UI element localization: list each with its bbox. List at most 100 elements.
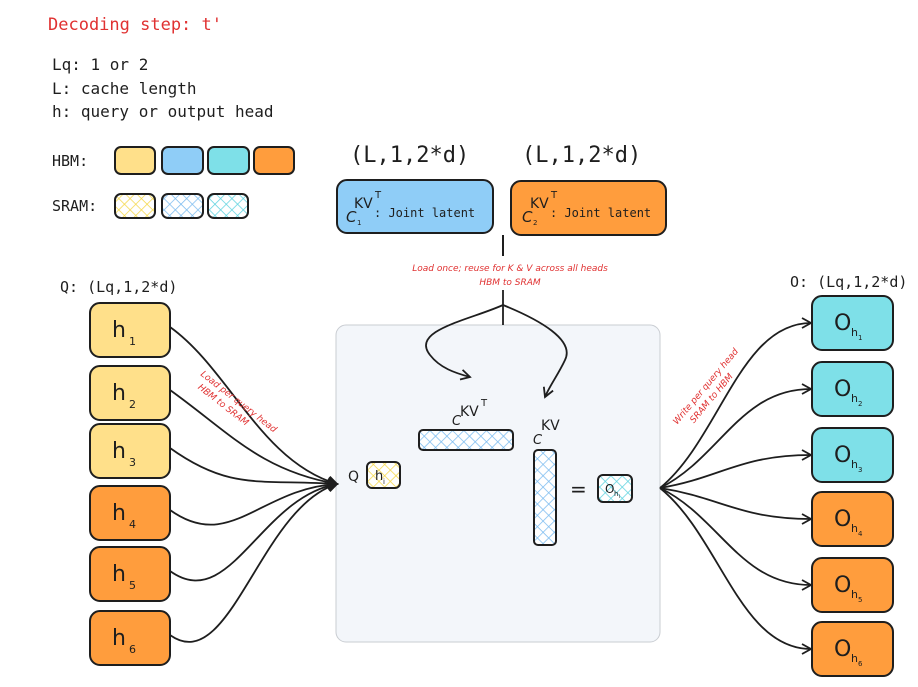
kv1-symbol: C <box>346 208 357 226</box>
query-arrow-5 <box>169 479 339 582</box>
query-load-arrows <box>169 326 339 643</box>
output-head-label: O <box>834 573 851 598</box>
kv2-symbol: C <box>522 208 533 226</box>
load-note-line2: HBM to SRAM <box>479 278 541 288</box>
ckv-matrix: C KV <box>533 418 560 546</box>
output-head-sub: h <box>851 326 858 339</box>
kv1-shape: (L,1,2*d) <box>350 143 469 168</box>
query-head-sub: 4 <box>129 518 136 531</box>
kv2-sup: KV <box>530 196 549 212</box>
query-arrow-1 <box>169 326 339 488</box>
compute-out-sub: h <box>614 490 618 498</box>
compute-q-head-text: h <box>375 469 383 484</box>
ckvt-sup-t: T <box>480 398 488 409</box>
output-head-label: O <box>834 311 851 336</box>
hbm-swatch-cyan <box>207 146 250 175</box>
legend-line-lq: Lq: 1 or 2 <box>52 55 148 74</box>
output-head-sub: h <box>851 458 858 471</box>
kv-cache-1-box: C 1 KV T : Joint latent <box>336 179 494 234</box>
query-arrow-4 <box>169 478 339 526</box>
compute-query-head: h i <box>366 461 401 489</box>
load-branch-arrows <box>425 290 568 399</box>
output-head-label: O <box>834 377 851 402</box>
hbm-swatches <box>114 146 295 175</box>
query-head-sub: 5 <box>129 579 136 592</box>
output-arrow-6 <box>659 487 813 655</box>
sram-label: SRAM: <box>52 197 97 215</box>
compute-q-head-sub: i <box>383 478 385 486</box>
kv2-sup-t: T <box>550 190 558 201</box>
output-arrow-2 <box>659 383 813 489</box>
hbm-swatch-blue <box>161 146 204 175</box>
kv1-sup: KV <box>354 196 373 212</box>
kv2-sub: 2 <box>533 219 537 227</box>
output-head-label: O <box>834 637 851 662</box>
query-head-label: h <box>112 626 126 651</box>
query-head-label: h <box>112 439 126 464</box>
query-arrow-2 <box>169 389 339 489</box>
query-shape-label: Q: (Lq,1,2*d) <box>60 278 177 296</box>
output-head-sub: h <box>851 652 858 665</box>
compute-q-label: Q <box>348 469 359 485</box>
compute-out-subsub: i <box>619 494 620 500</box>
ckv-transpose-matrix: C KV T <box>418 398 514 451</box>
ckv-sup: KV <box>541 418 560 434</box>
sram-swatch-cyan <box>207 193 249 219</box>
kv2-label: : Joint latent <box>550 206 651 220</box>
output-write-arrows <box>659 317 813 655</box>
query-head-label: h <box>112 318 126 343</box>
query-head-label: h <box>112 381 126 406</box>
kv2-shape: (L,1,2*d) <box>522 143 641 168</box>
output-head-label: O <box>834 507 851 532</box>
kv1-sup-t: T <box>374 190 382 201</box>
output-head-subsub: 4 <box>858 530 863 538</box>
query-head-sub: 1 <box>129 335 136 348</box>
ckv-c: C <box>533 433 543 448</box>
kv1-label: : Joint latent <box>374 206 475 220</box>
compute-out-text: O <box>605 482 614 496</box>
query-head-sub: 3 <box>129 456 136 469</box>
output-head-label: O <box>834 443 851 468</box>
decoding-step-title: Decoding step: t' <box>48 15 222 35</box>
query-head-label: h <box>112 501 126 526</box>
output-head-sub: h <box>851 588 858 601</box>
ckvt-c: C <box>452 414 462 429</box>
query-arrow-3 <box>169 447 339 490</box>
query-arrow-6 <box>169 480 339 643</box>
output-arrow-5 <box>659 487 813 591</box>
equals-sign: = <box>570 477 587 501</box>
sram-swatch-yellow <box>114 193 156 219</box>
output-arrow-3 <box>659 449 813 489</box>
query-head-sub: 2 <box>129 398 136 411</box>
sram-swatches <box>114 193 249 219</box>
output-head-sub: h <box>851 522 858 535</box>
output-head-subsub: 5 <box>858 596 862 604</box>
legend-line-h: h: query or output head <box>52 102 274 121</box>
hbm-swatch-yellow <box>114 146 156 175</box>
query-head-label: h <box>112 562 126 587</box>
ckvt-sup: KV <box>460 404 479 420</box>
output-head-subsub: 2 <box>858 400 862 408</box>
hbm-label: HBM: <box>52 152 88 170</box>
query-note-line1: Load per query head <box>198 369 278 435</box>
output-head-sub: h <box>851 392 858 405</box>
compute-output-head: O h i <box>597 474 633 503</box>
kv-cache-2-box: C 2 KV T : Joint latent <box>510 180 667 236</box>
output-arrow-4 <box>659 487 813 525</box>
load-note-line1: Load once; reuse for K & V across all he… <box>412 264 608 274</box>
output-head-subsub: 3 <box>858 466 862 474</box>
